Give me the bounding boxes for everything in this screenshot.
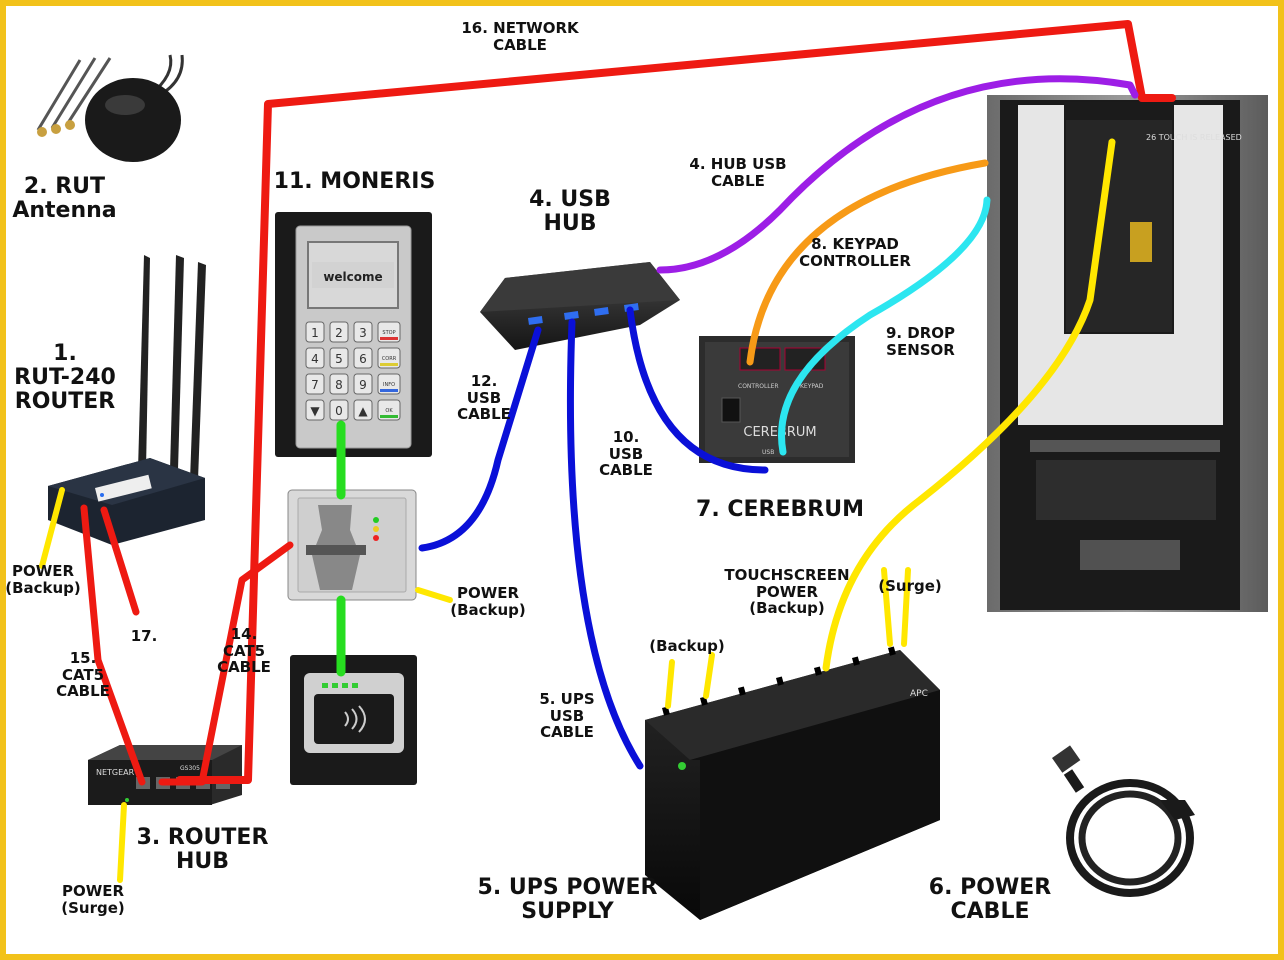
keypad-key-label: STOP: [382, 330, 395, 336]
keypad-key-label: 6: [359, 352, 367, 366]
cable-17: [100, 506, 140, 616]
drop-sensor-cable: [778, 196, 991, 456]
cerebrum-port-keypad: KEYPAD: [800, 383, 824, 390]
keypad-key-label: 4: [311, 352, 319, 366]
cerebrum-port-controller: CONTROLLER: [738, 383, 779, 390]
keypad-key: [353, 399, 373, 421]
label-network-cable: 16. NETWORK CABLE: [461, 19, 579, 54]
keypad-key-label: OK: [385, 408, 393, 414]
keypad-key-label: 2: [335, 326, 343, 340]
contactless-reader: [290, 655, 417, 785]
moneris-screen-text: welcome: [323, 270, 382, 284]
keypad-key-label: 5: [335, 352, 343, 366]
touchscreen-power-cable: [822, 138, 1116, 672]
label-keypad-controller: 8. KEYPAD CONTROLLER: [799, 235, 911, 270]
keypad-key: [305, 399, 325, 421]
label-hub-usb-cable: 4. HUB USB CABLE: [689, 155, 787, 190]
label-touchscreen-power: TOUCHSCREEN POWER (Backup): [724, 566, 850, 617]
hub-usb-cable: [656, 75, 1139, 274]
ups-power-supply: APC: [645, 646, 940, 920]
label-cat5-cable-15: 15. CAT5 CABLE: [56, 649, 110, 700]
usb-cable-10: [626, 306, 769, 474]
ups-usb-cable: [566, 318, 644, 770]
label-power-cable: 6. POWER CABLE: [928, 875, 1052, 925]
ups-surge-cable-b: [901, 567, 911, 647]
label-usb-cable-10: 10. USB CABLE: [599, 428, 653, 479]
keypad-key: [353, 321, 373, 343]
ups-brand: APC: [910, 689, 928, 699]
keypad-key-color-bar: [380, 337, 398, 340]
router-power-backup-cable: [39, 487, 65, 569]
label-router-hub-power-surge: POWER (Surge): [61, 882, 125, 917]
keypad-keys: 1 2 3 STOP 4 5 6 CORR 7 8 9 INFO ▼ 0 ▲ OK: [305, 321, 401, 421]
usb-cable-12: [418, 326, 542, 552]
kiosk-note-text: 26 TOUCH IS RELEASED: [1146, 133, 1242, 142]
keypad-key-label: 7: [311, 378, 319, 392]
keypad-key: [329, 347, 349, 369]
keypad-key-label: CORR: [382, 356, 397, 362]
keypad-key: [305, 373, 325, 395]
keypad-key: [329, 373, 349, 395]
keypad-controller-cable: [746, 159, 989, 366]
keypad-key-label: 9: [359, 378, 367, 392]
rut-antenna: [36, 54, 184, 162]
label-moneris: 11. MONERIS: [273, 169, 436, 194]
keypad-key-color-bar: [380, 363, 398, 366]
keypad-key-color-bar: [380, 389, 398, 392]
label-drop-sensor: 9. DROP SENSOR: [885, 324, 956, 359]
cerebrum-board: CONTROLLER KEYPAD CEREBRUM USB: [699, 336, 855, 463]
label-ups-power-supply: 5. UPS POWER SUPPLY: [477, 875, 658, 925]
label-cerebrum: 7. CEREBRUM: [696, 497, 864, 522]
keypad-key: [353, 373, 373, 395]
label-cat5-cable-14: 14. CAT5 CABLE: [217, 625, 271, 676]
keypad-key-label: 3: [359, 326, 367, 340]
keypad-key-label: 0: [335, 404, 343, 418]
kiosk-cabinet: 26 TOUCH IS RELEASED: [987, 95, 1268, 612]
label-usb-cable-12: 12. USB CABLE: [457, 372, 511, 423]
keypad-key-label: INFO: [383, 382, 395, 388]
label-rut-antenna: 2. RUT Antenna: [12, 174, 117, 224]
keypad-key: [329, 321, 349, 343]
label-router-hub: 3. ROUTER HUB: [136, 825, 269, 875]
label-cable-17: 17.: [130, 627, 158, 645]
label-moneris-power-backup: POWER (Backup): [450, 584, 526, 619]
ups-surge-cable-a: [881, 567, 893, 647]
label-usb-hub: 4. USB HUB: [529, 187, 611, 237]
keypad-key: [353, 347, 373, 369]
moneris-keypad: welcome 1 2 3 STOP 4 5 6 CORR 7 8 9 INFO ▼ 0 ▲ OK: [275, 212, 432, 457]
cat5-cable-14: [158, 541, 294, 786]
label-ups-surge: (Surge): [878, 577, 942, 595]
router-hub: NETGEAR GS305: [88, 745, 242, 805]
label-router-power-backup: POWER (Backup): [5, 562, 81, 597]
keypad-key: [305, 347, 325, 369]
label-ups-usb-cable: 5. UPS USB CABLE: [539, 690, 595, 741]
cerebrum-port-usb: USB: [762, 449, 774, 456]
cat5-cable-15: [80, 504, 146, 786]
usb-hub: [480, 262, 680, 350]
power-cable-coil: [1052, 745, 1195, 897]
keypad-key-color-bar: [380, 415, 398, 418]
network-cable-16: [176, 20, 1176, 784]
keypad-key: [329, 399, 349, 421]
keypad-key-label: 8: [335, 378, 343, 392]
keypad-key-label: ▼: [310, 404, 320, 418]
ups-backup-cable-a: [665, 659, 675, 709]
moneris-power-cable: [415, 587, 453, 603]
cables: [39, 20, 1176, 883]
label-ups-backup: (Backup): [649, 637, 725, 655]
router-hub-model: GS305: [180, 765, 200, 772]
router-hub-brand: NETGEAR: [96, 768, 135, 777]
keypad-key-label: ▲: [358, 404, 368, 418]
keypad-key-label: 1: [311, 326, 319, 340]
label-rut-240-router: 1. RUT-240 ROUTER: [14, 341, 116, 415]
ups-backup-cable-b: [703, 652, 715, 699]
keypad-key: [305, 321, 325, 343]
router-hub-power-cable: [117, 802, 127, 883]
card-reader: [287, 489, 417, 601]
